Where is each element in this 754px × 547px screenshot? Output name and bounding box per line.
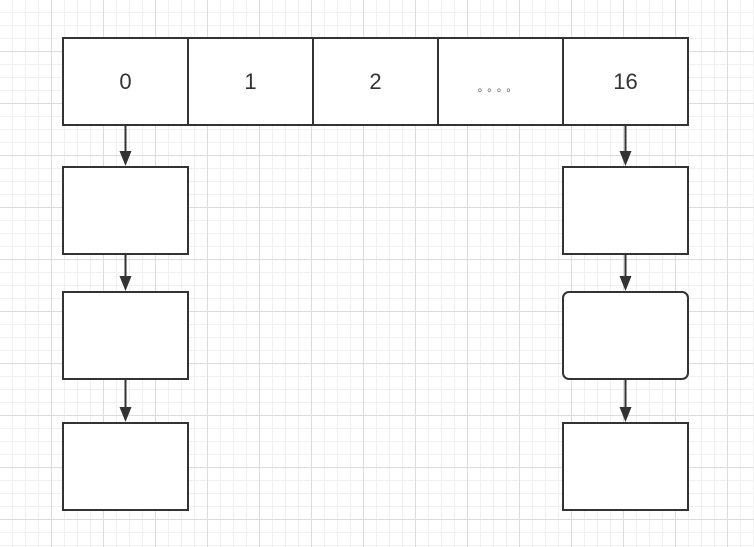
array-cell-0 [62,37,189,126]
array-cell-0-label: 0 [119,69,131,94]
left-node-1 [62,166,189,255]
right-node-2 [562,291,689,380]
array-cell-2 [312,37,439,126]
array-cell-2-label: 2 [369,69,381,94]
arrow-head [119,276,132,291]
right-node-3 [562,422,689,511]
right-chain [562,125,689,511]
array-cell-ellipsis-label: 。。。。 [478,81,522,94]
arrow-head [619,151,632,166]
array-row: 0 1 2 。。。。 16 [62,37,689,126]
left-node-3 [62,422,189,511]
arrow-head [619,407,632,422]
array-cell-1 [187,37,314,126]
array-cell-16-label: 16 [613,69,637,94]
right-node-1 [562,166,689,255]
arrow-head [119,407,132,422]
arrow-head [619,276,632,291]
left-chain [62,125,189,511]
arrow-head [119,151,132,166]
left-node-2 [62,291,189,380]
array-cell-1-label: 1 [244,69,256,94]
